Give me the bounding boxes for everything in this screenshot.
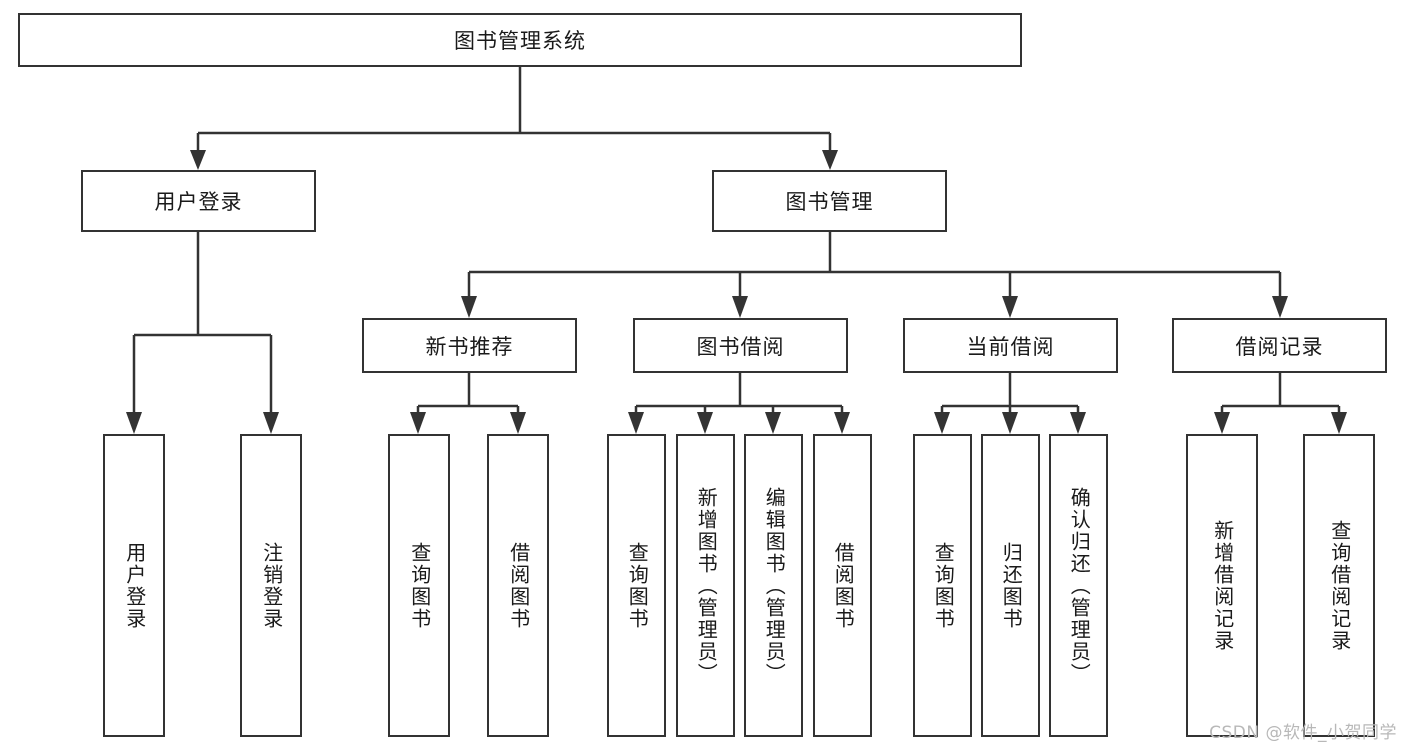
csdn-watermark: CSDN @软件_小贺同学: [1209, 723, 1397, 743]
node-leaf-query-borrow-record[interactable]: 查询借阅记录: [1303, 434, 1375, 737]
node-label: 新增图书（管理员）: [694, 486, 719, 685]
node-label: 图书管理系统: [454, 29, 586, 53]
node-label: 查询图书: [931, 541, 956, 630]
node-label: 查询图书: [625, 541, 650, 630]
node-leaf-edit-book[interactable]: 编辑图书（管理员）: [744, 434, 803, 737]
node-label: 查询图书: [407, 541, 432, 630]
node-user-login[interactable]: 用户登录: [81, 170, 316, 232]
node-label: 归还图书: [999, 541, 1024, 630]
node-label: 注销登录: [259, 541, 284, 630]
node-label: 查询借阅记录: [1327, 519, 1352, 652]
node-book-management-system[interactable]: 图书管理系统: [18, 13, 1022, 67]
node-label: 新增借阅记录: [1210, 519, 1235, 652]
node-label: 借阅记录: [1235, 334, 1324, 359]
node-leaf-user-logout[interactable]: 注销登录: [240, 434, 302, 737]
node-leaf-query-book-2[interactable]: 查询图书: [607, 434, 666, 737]
node-label: 用户登录: [122, 541, 147, 630]
node-leaf-add-book[interactable]: 新增图书（管理员）: [676, 434, 735, 737]
node-label: 图书管理: [785, 190, 874, 214]
node-borrow-record[interactable]: 借阅记录: [1172, 318, 1387, 373]
node-leaf-confirm-return[interactable]: 确认归还（管理员）: [1049, 434, 1108, 737]
node-leaf-borrow-book-2[interactable]: 借阅图书: [813, 434, 872, 737]
node-leaf-query-book-3[interactable]: 查询图书: [913, 434, 972, 737]
node-label: 借阅图书: [831, 541, 856, 630]
node-new-book-recommend[interactable]: 新书推荐: [362, 318, 577, 373]
node-leaf-user-login[interactable]: 用户登录: [103, 434, 165, 737]
node-current-borrow[interactable]: 当前借阅: [903, 318, 1118, 373]
node-label: 图书借阅: [696, 334, 785, 359]
node-label: 当前借阅: [966, 334, 1055, 359]
node-leaf-return-book[interactable]: 归还图书: [981, 434, 1040, 737]
node-label: 编辑图书（管理员）: [762, 486, 787, 685]
node-label: 借阅图书: [506, 541, 531, 630]
node-leaf-add-borrow-record[interactable]: 新增借阅记录: [1186, 434, 1258, 737]
node-book-borrow[interactable]: 图书借阅: [633, 318, 848, 373]
node-book-management[interactable]: 图书管理: [712, 170, 947, 232]
node-label: 用户登录: [154, 190, 243, 214]
node-label: 确认归还（管理员）: [1067, 486, 1092, 685]
node-leaf-query-book-1[interactable]: 查询图书: [388, 434, 450, 737]
node-label: 新书推荐: [425, 334, 514, 359]
node-leaf-borrow-book-1[interactable]: 借阅图书: [487, 434, 549, 737]
